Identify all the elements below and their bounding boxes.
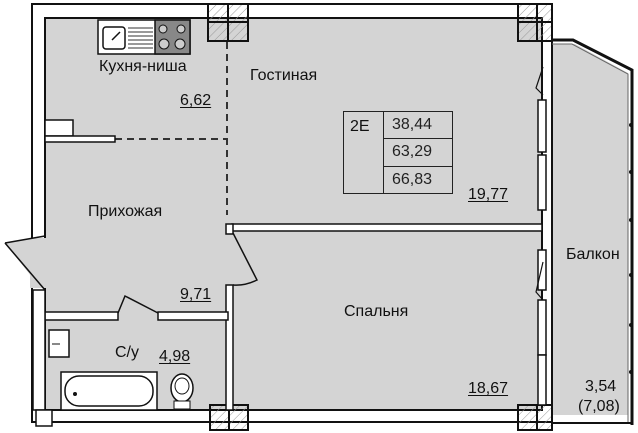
room-area-bathroom: 4,98 xyxy=(159,348,191,365)
room-area-balcony-full: (7,08) xyxy=(578,398,620,415)
room-area-balcony: 3,54 xyxy=(585,378,617,395)
total-area-with-balcony: 66,83 xyxy=(392,170,433,188)
apartment-type-code: 2E xyxy=(344,112,384,193)
room-area-bedroom: 18,67 xyxy=(468,380,509,397)
room-area-living: 19,77 xyxy=(468,186,509,203)
room-name-hallway: Прихожая xyxy=(88,203,163,220)
kitchen-unit xyxy=(97,19,191,55)
living-area: 38,44 xyxy=(384,112,452,140)
right-windows xyxy=(537,99,547,406)
kitchen-partition xyxy=(115,42,228,215)
room-name-living: Гостиная xyxy=(250,67,318,84)
room-area-hallway: 9,71 xyxy=(180,286,212,303)
floor-fill xyxy=(5,18,628,415)
balcony-outline xyxy=(552,38,634,425)
bathroom-fixtures xyxy=(35,329,194,427)
room-name-kitchen: Кухня-ниша xyxy=(99,58,187,75)
total-area: 63,29 xyxy=(384,139,452,167)
room-name-bedroom: Спальня xyxy=(344,303,409,320)
room-name-balcony: Балкон xyxy=(566,246,620,263)
interior-walls xyxy=(32,223,543,411)
room-name-bathroom: С/у xyxy=(115,344,139,361)
apartment-summary: 2E 38,44 63,29 66,83 xyxy=(343,111,453,194)
room-area-kitchen: 6,62 xyxy=(180,92,212,109)
